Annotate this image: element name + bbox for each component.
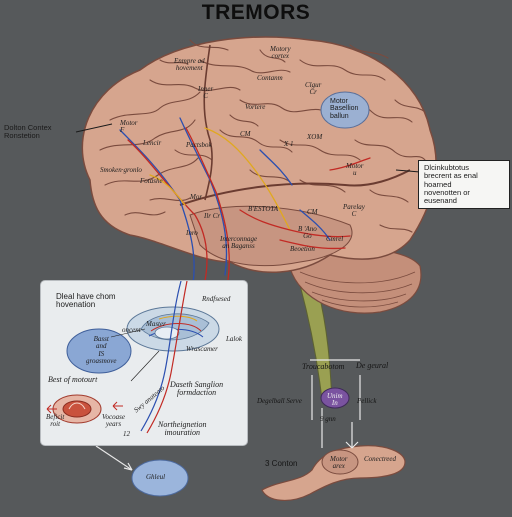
label-fotashe: Fotashe (140, 177, 163, 185)
label-smoken: Smoken·gronlo (100, 166, 142, 174)
label-enmpre: Enmpre ad hovement (174, 57, 205, 73)
inset-illustration (46, 281, 220, 434)
basal-ganglion-blob (320, 91, 370, 129)
label-de-geural: De geural (356, 361, 389, 370)
inset-label-wrascamer: Wrascamer (186, 345, 218, 353)
unim-nucleus (320, 387, 350, 409)
label-contanm: Contanm (257, 74, 283, 82)
inset-label-master: Master (146, 320, 166, 328)
inset-label-beficit: Beficit roit (46, 413, 65, 429)
brain-sulci (99, 39, 426, 233)
label-motor-basal: Motor Basellion ballun (330, 98, 359, 120)
label-inro: Inro (186, 229, 198, 237)
page-title: TREMORS (201, 1, 311, 24)
label-pactsbok: Pactsbok (186, 141, 212, 149)
label-beoetion: Beoetion (290, 245, 315, 253)
inset-label-lalok: Lalok (226, 335, 242, 343)
label-motor-u: Motor u (346, 162, 364, 178)
inset-label-vocoase: Vocoase years (102, 413, 125, 429)
label-bestoria: B'ESTOTA (248, 205, 279, 213)
label-interconnected: Interconnage an Baganss (220, 235, 258, 251)
label-conton: 3 Conton (265, 459, 298, 468)
inset-label-daseth: Daseth Sanglion formdaction (170, 380, 224, 398)
inset-panel (40, 280, 248, 446)
inset-red-structure (52, 394, 102, 424)
label-xom: XOM (307, 133, 323, 141)
label-troucabotom: Troucabotom (302, 362, 345, 371)
label-cm-mid: CM (307, 208, 318, 216)
label-ilr: Ilr Cr (204, 212, 221, 220)
label-cm-upper: CM (240, 130, 251, 138)
inset-label-12: 12 (123, 430, 130, 438)
label-motor-f: Motor F (120, 119, 138, 135)
label-clgur: Clgur Cr (305, 81, 322, 97)
cerebellum-folia (299, 271, 416, 308)
label-vortere: Vortere (245, 103, 266, 111)
label-b-ano: B 'Ano Go (298, 225, 317, 241)
label-conectreed: Conectreed (364, 455, 397, 463)
callout-right: Dlcinkubtotus brecrent as enal hoarned n… (418, 160, 510, 210)
label-motory-cortex: Motory cortex (270, 45, 291, 61)
callout-left: Dolton Contex Ronstetion (4, 123, 52, 141)
inset-label-best-of-motor: Best of motourt (48, 375, 98, 384)
label-mor: Mor (190, 193, 203, 201)
label-cmrel: Cmrel (326, 235, 344, 243)
inset-label-oncent: oncent (122, 326, 141, 334)
label-lencir: Lencir (143, 139, 162, 147)
ghleul-blob (131, 459, 189, 497)
connector-lines (310, 359, 361, 449)
inset-heading: Dleal have chom hovenation (56, 292, 116, 310)
label-motor-area: Motor arex (330, 455, 348, 471)
label-9gnn: 9 gnn (320, 415, 336, 423)
label-inner-c: Inner C (198, 85, 214, 101)
label-pellick: Pellick (357, 397, 377, 405)
inset-label-rndfsesed: Rndfsesed (202, 295, 231, 303)
inset-blob-label: Basst and IS groasmove (86, 335, 117, 366)
label-ghleul: Ghleul (146, 473, 166, 481)
inset-label-northeignetion: Northeignetion imouration (158, 420, 207, 438)
label-x1: X 1 (284, 140, 294, 148)
label-unim: Unim In (327, 392, 343, 408)
label-parelay: Parelay C (343, 203, 365, 219)
label-degelball: Degelball Serve (257, 397, 302, 405)
inset-blue-blob (66, 328, 132, 374)
